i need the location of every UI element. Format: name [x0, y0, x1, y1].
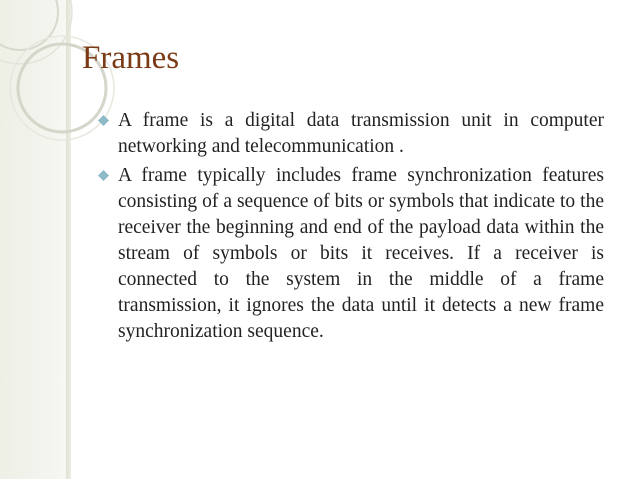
slide-title: Frames	[82, 40, 180, 76]
bullet-item: A frame typically includes frame synchro…	[98, 163, 604, 345]
decorative-circles	[0, 0, 115, 141]
bullet-text: A frame is a digital data transmission u…	[118, 110, 604, 157]
diamond-bullet-icon	[98, 115, 109, 126]
bullet-list: A frame is a digital data transmission u…	[98, 108, 604, 348]
bullet-text: A frame typically includes frame synchro…	[118, 165, 604, 342]
band-edge-line	[66, 0, 71, 479]
bullet-item: A frame is a digital data transmission u…	[98, 108, 604, 160]
diamond-bullet-icon	[98, 170, 109, 181]
